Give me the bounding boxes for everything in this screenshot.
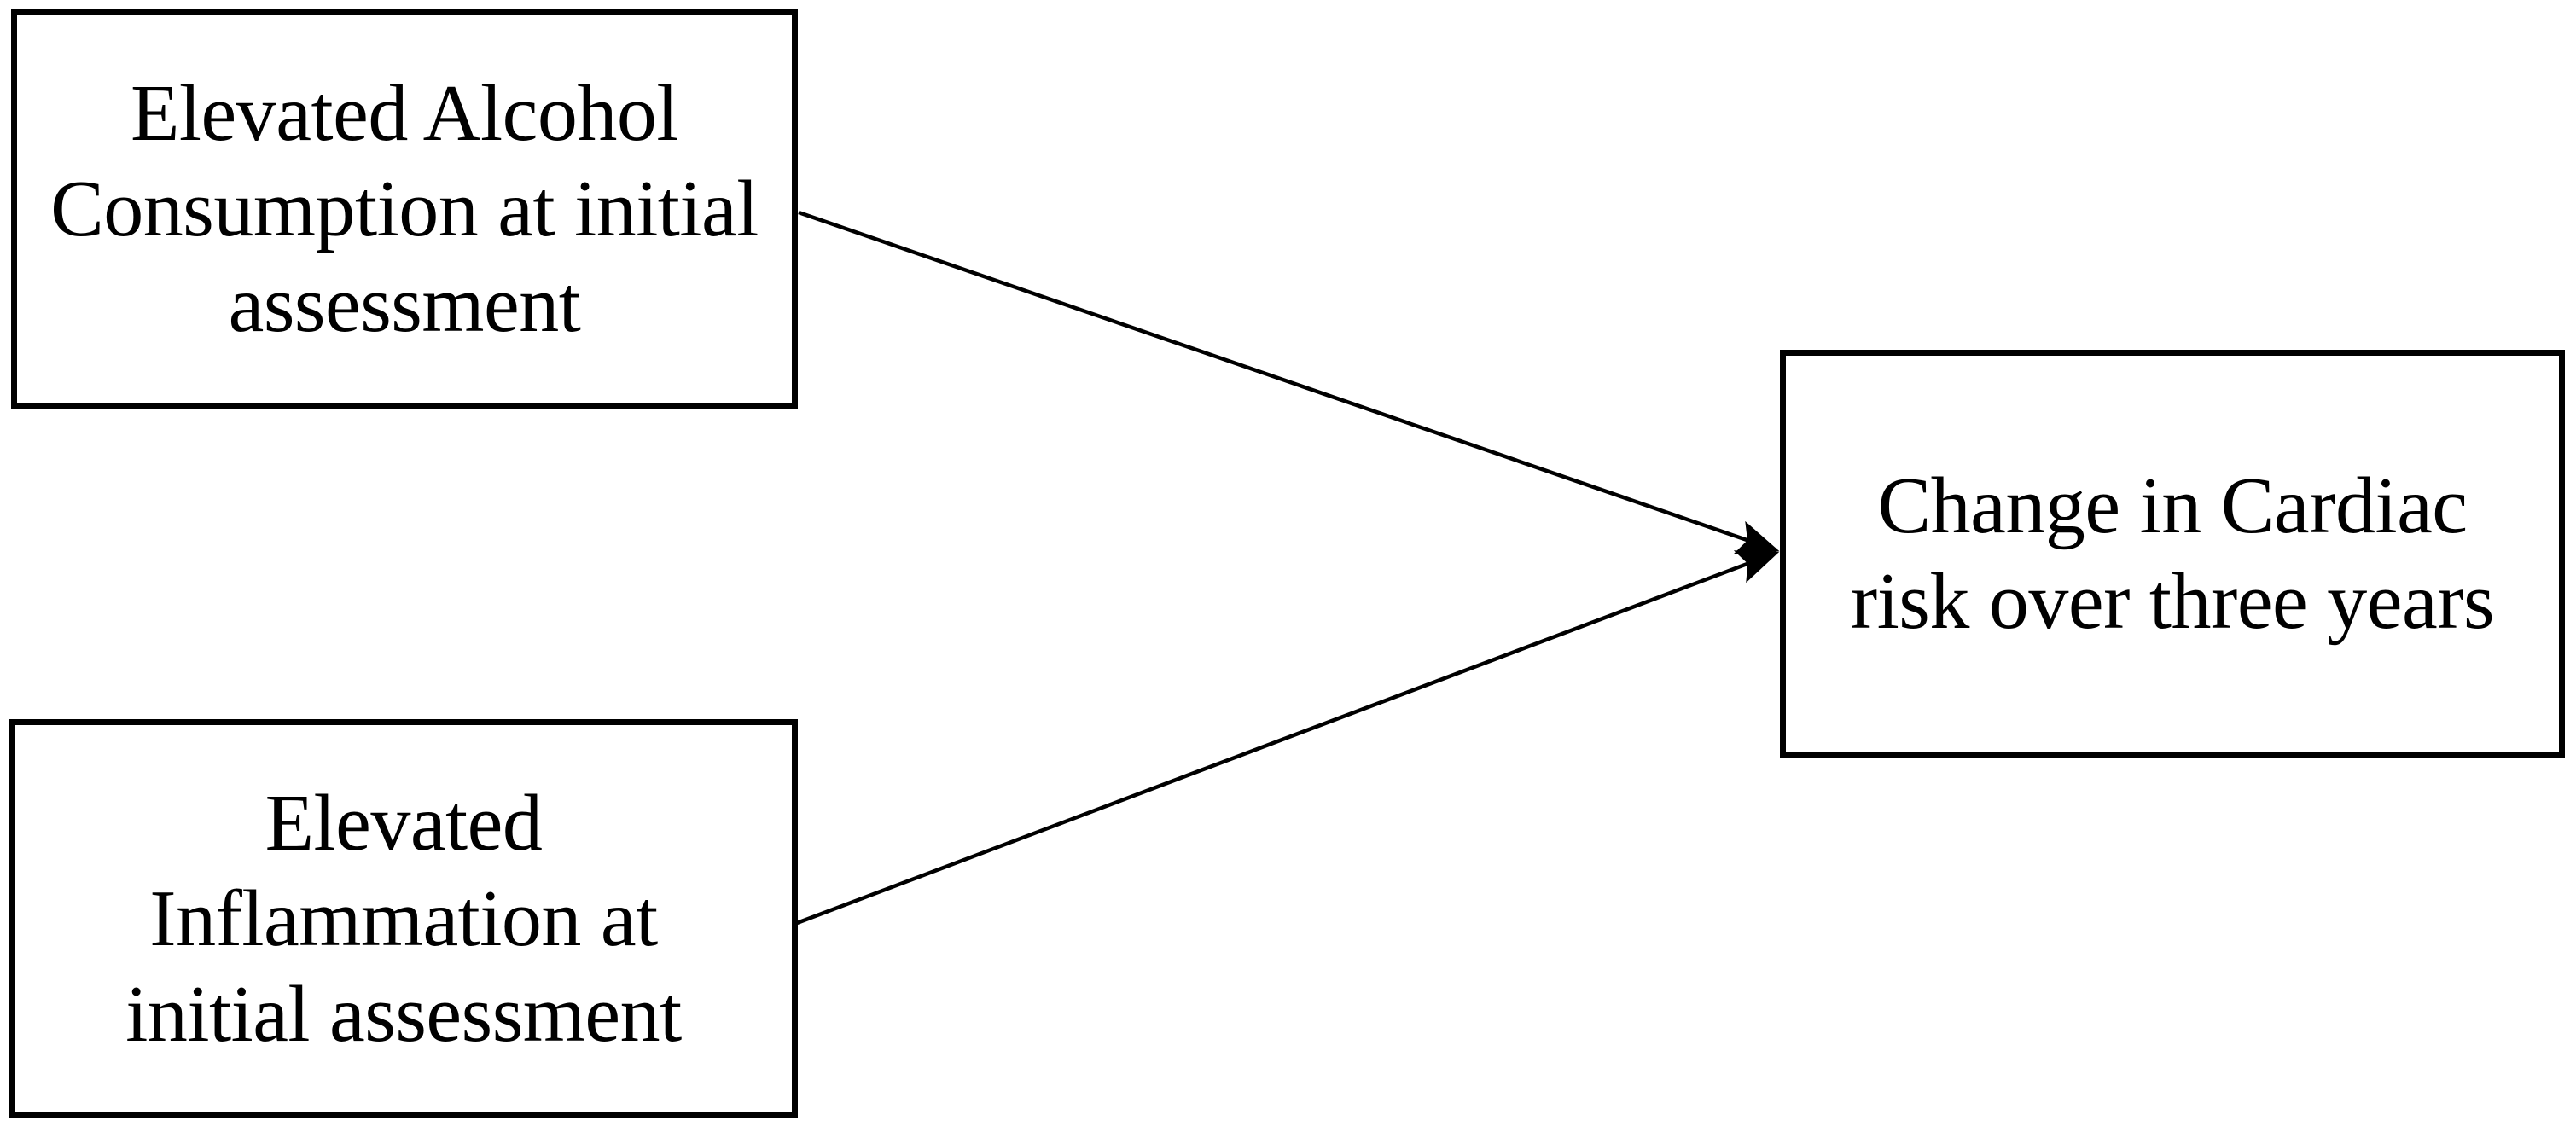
node-box-change-in-cardiac-risk: Change in Cardiac risk over three years [1780,350,2565,758]
node-box-elevated-inflammation: Elevated Inflammation at initial assessm… [9,719,798,1118]
node-box-elevated-alcohol-consumption: Elevated Alcohol Consumption at initial … [11,9,798,409]
arrow-inflammation-to-outcome [796,550,1780,926]
node-label-elevated-inflammation: Elevated Inflammation at initial assessm… [125,779,682,1059]
arrow-alcohol-to-outcome [798,210,1780,554]
node-label-change-in-cardiac-risk: Change in Cardiac risk over three years [1850,462,2495,646]
node-label-elevated-alcohol-consumption: Elevated Alcohol Consumption at initial … [50,69,759,349]
